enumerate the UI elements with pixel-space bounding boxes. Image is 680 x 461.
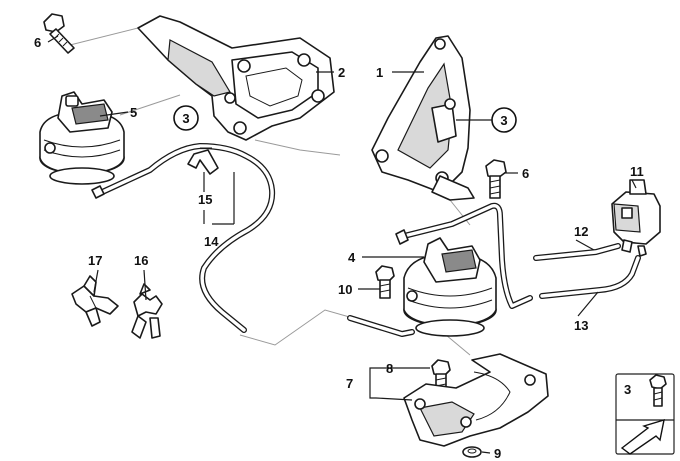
callout-3-left: 3: [182, 111, 189, 126]
vacuum-hose-right: [347, 202, 533, 337]
callout-labels: 6 2 5 1 6 4 10 11 12 13 15 14 17 16 8 7 …: [34, 35, 644, 461]
callout-circle-3-right: 3: [491, 107, 517, 133]
hose-part-12: [533, 243, 621, 261]
callout-12: 12: [574, 224, 588, 239]
callout-6-left: 6: [34, 35, 41, 50]
bolt-part-10: [375, 265, 395, 299]
nut-part-9: [462, 446, 482, 458]
callout-11: 11: [630, 164, 644, 179]
vacuum-hose-left: [91, 143, 276, 333]
callout-1: 1: [376, 65, 383, 80]
callout-3-right: 3: [500, 113, 507, 128]
callout-10: 10: [338, 282, 352, 297]
callout-15: 15: [198, 192, 212, 207]
engine-bracket-part-1: [371, 35, 475, 201]
bolt-part-6-right: [485, 159, 507, 199]
callout-6-right: 6: [522, 166, 529, 181]
callout-14: 14: [204, 234, 219, 249]
callout-16: 16: [134, 253, 148, 268]
callout-13: 13: [574, 318, 588, 333]
arrow-icon: [620, 418, 665, 455]
callout-7: 7: [346, 376, 353, 391]
lower-bracket-part-7: [403, 353, 549, 447]
legend-label-3: 3: [624, 382, 631, 397]
hose-clip-part-17: [71, 275, 119, 327]
hose-part-13: [539, 255, 641, 299]
engine-bracket-part-2: [137, 15, 335, 141]
callout-17: 17: [88, 253, 102, 268]
callout-circle-3-left: 3: [173, 105, 199, 131]
bolt-part-6-left: [43, 13, 75, 54]
engine-mount-part-4-right: [403, 237, 497, 337]
callout-2: 2: [338, 65, 345, 80]
legend-box: 3: [615, 373, 675, 455]
hose-clip-part-16: [131, 283, 163, 339]
engine-mount-part-5-left: [39, 91, 125, 185]
hose-clip-part-15: [187, 147, 219, 175]
callout-4: 4: [348, 250, 356, 265]
callout-8: 8: [386, 361, 393, 376]
bolt-part-8: [431, 359, 451, 395]
callout-5: 5: [130, 105, 137, 120]
callout-9: 9: [494, 446, 501, 461]
leader-lines: [47, 35, 637, 454]
solenoid-valve-part-11: [611, 179, 661, 257]
